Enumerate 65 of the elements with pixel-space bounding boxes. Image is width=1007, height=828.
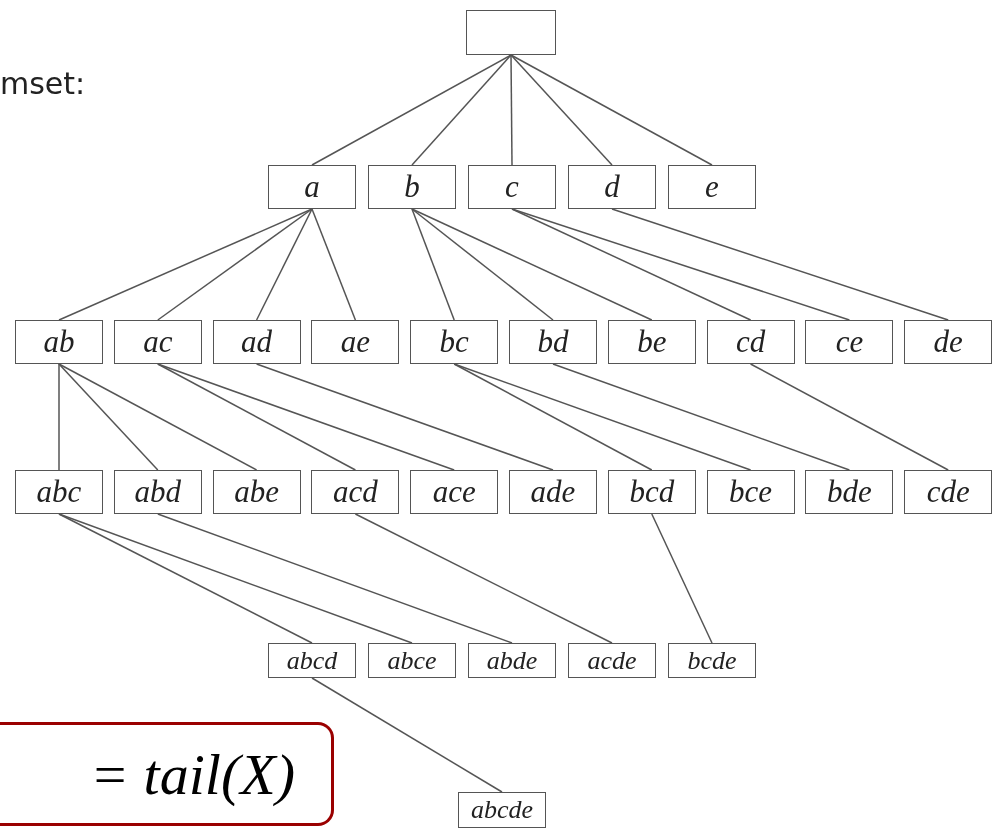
itemset-box: c: [468, 165, 556, 209]
connector-line: [311, 677, 503, 793]
connector-line: [411, 208, 653, 321]
connector-line: [611, 208, 949, 321]
itemset-box: abd: [113, 470, 202, 514]
connector-line: [552, 363, 851, 471]
itemset-box: abcde: [458, 792, 546, 828]
itemset-box: bce: [706, 470, 795, 514]
connector-line: [157, 513, 513, 644]
formula-box: = tail(X): [0, 722, 334, 826]
connector-line: [453, 363, 752, 471]
connector-line: [58, 363, 258, 471]
itemset-box: bde: [805, 470, 894, 514]
connector-line: [511, 208, 752, 321]
itemset-box: abcd: [268, 643, 356, 678]
heading-text: mset:: [0, 66, 86, 101]
itemset-box: d: [568, 165, 656, 209]
connector-line: [58, 363, 159, 471]
connector-line: [311, 54, 512, 166]
itemset-box: ad: [212, 320, 301, 364]
connector-line: [58, 513, 313, 644]
connector-line: [157, 208, 313, 321]
itemset-box: ce: [805, 320, 894, 364]
connector-line: [157, 363, 357, 471]
itemset-box: abe: [212, 470, 301, 514]
connector-line: [651, 513, 713, 644]
connector-line: [411, 54, 512, 166]
connector-line: [510, 54, 613, 166]
connector-line: [453, 363, 653, 471]
itemset-box: cd: [706, 320, 795, 364]
itemset-box: de: [904, 320, 993, 364]
itemset-box: ade: [509, 470, 597, 514]
itemset-box: bcde: [668, 643, 756, 678]
connector-line: [311, 208, 357, 321]
itemset-box: bd: [509, 320, 597, 364]
itemset-box: acde: [568, 643, 656, 678]
connector-line: [255, 208, 313, 321]
connector-line: [157, 363, 455, 471]
itemset-box: ae: [311, 320, 400, 364]
itemset-box: abce: [368, 643, 456, 678]
connector-line: [510, 54, 513, 166]
connector-line: [510, 54, 713, 166]
itemset-box: b: [368, 165, 456, 209]
itemset-box: ac: [113, 320, 202, 364]
itemset-box: bc: [410, 320, 499, 364]
connector-line: [255, 363, 554, 471]
itemset-box: bcd: [607, 470, 696, 514]
connector-line: [354, 513, 613, 644]
itemset-box: be: [607, 320, 696, 364]
itemset-box: abc: [15, 470, 103, 514]
connector-line: [411, 208, 554, 321]
connector-line: [58, 363, 60, 471]
connector-line: [58, 513, 413, 644]
itemset-box: acd: [311, 470, 400, 514]
itemset-box: e: [668, 165, 756, 209]
itemset-box: a: [268, 165, 356, 209]
connector-line: [749, 363, 949, 471]
connector-line: [58, 208, 313, 321]
itemset-box: cde: [904, 470, 993, 514]
root-box: [466, 10, 556, 55]
connector-line: [411, 208, 455, 321]
itemset-box: ab: [15, 320, 103, 364]
itemset-box: ace: [410, 470, 499, 514]
connector-line: [511, 208, 851, 321]
itemset-box: abde: [468, 643, 556, 678]
